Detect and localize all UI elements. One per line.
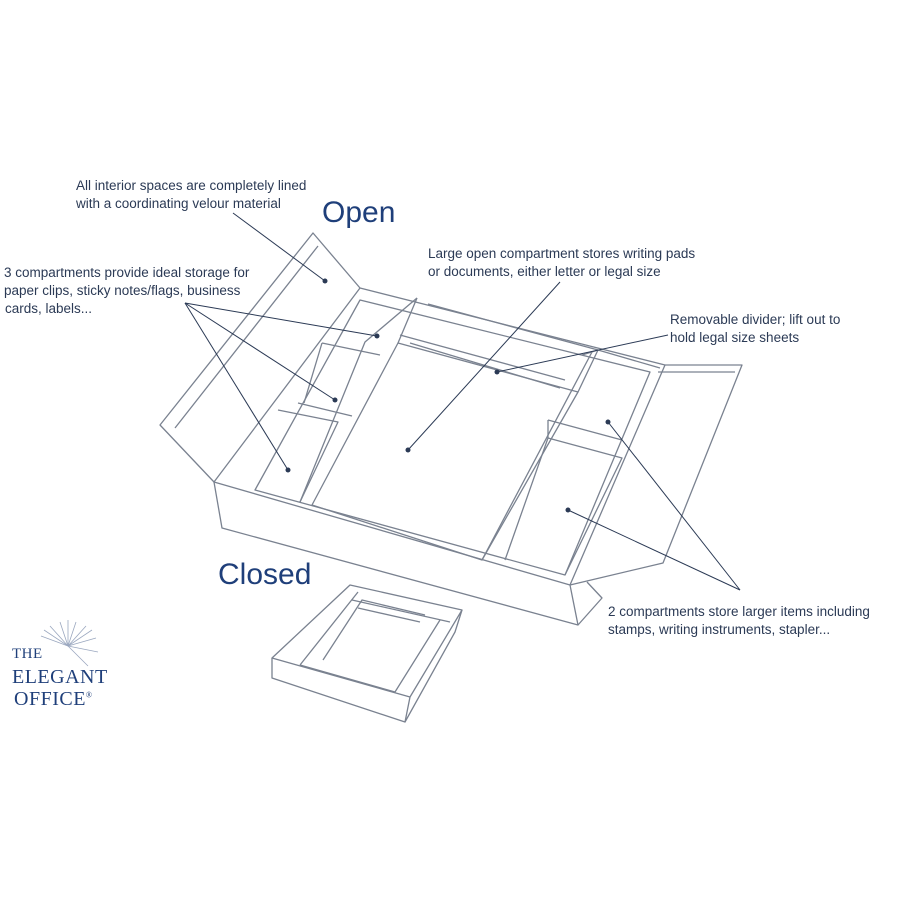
- right-compartment-column: [481, 351, 593, 561]
- logo-line-elegant: ELEGANT: [12, 666, 108, 688]
- logo-line-the: THE: [12, 646, 43, 662]
- box-front-wall: [213, 481, 579, 626]
- open-label: Open: [322, 196, 396, 229]
- leader-lining: [232, 212, 326, 282]
- leader-two-a: [607, 421, 741, 591]
- dot-lining: [322, 278, 328, 284]
- closed-label: Closed: [218, 558, 312, 591]
- elegant-office-logo: THE ELEGANT OFFICE®: [8, 618, 108, 723]
- leader-two-b: [567, 509, 741, 591]
- divider: [427, 303, 599, 393]
- leader-three-c: [184, 302, 289, 471]
- left-flap: [159, 232, 361, 483]
- leader-three-b: [184, 302, 336, 401]
- starburst-icon: [40, 620, 99, 667]
- logo-line-office: OFFICE®: [14, 688, 93, 710]
- annotation-two-compartments: 2 compartments store larger items includ…: [608, 604, 870, 637]
- left-compartment-column: [299, 297, 418, 503]
- leader-divider: [496, 334, 669, 373]
- right-flap: [569, 364, 743, 586]
- annotation-three-compartments: 3 compartments provide ideal storage for…: [4, 265, 250, 316]
- annotation-large-compartment: Large open compartment stores writing pa…: [428, 246, 696, 279]
- leader-large: [407, 281, 561, 451]
- leader-three-a: [184, 302, 378, 337]
- annotation-lining: All interior spaces are completely lined…: [76, 178, 307, 211]
- annotation-divider: Removable divider; lift out to hold lega…: [670, 312, 841, 345]
